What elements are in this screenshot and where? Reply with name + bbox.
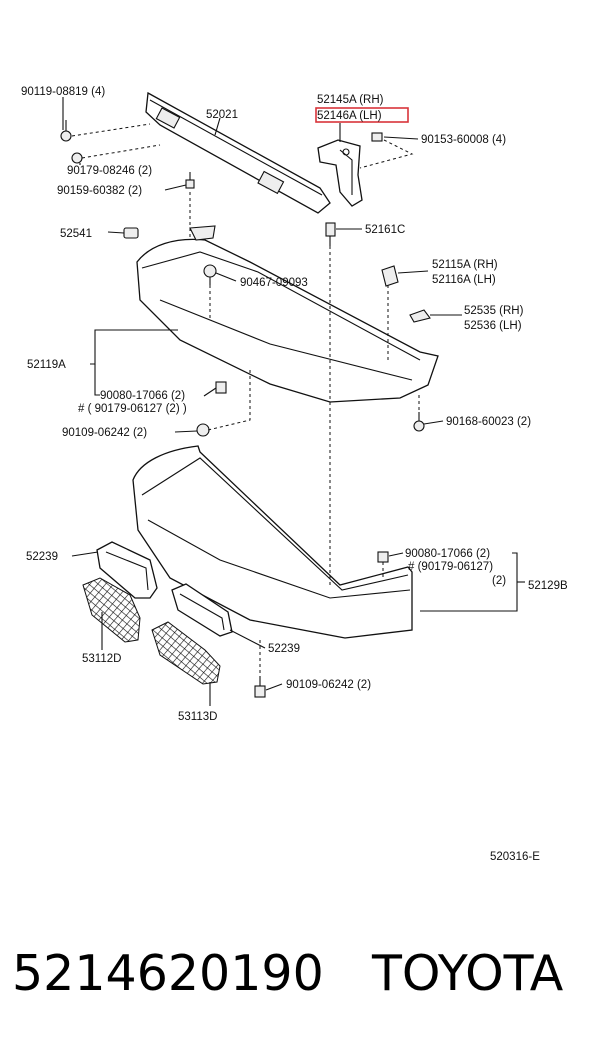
label-52239-a: 52239 [26, 551, 58, 563]
grille-53113d [151, 621, 221, 685]
label-90179-c-qty: (2) [492, 575, 506, 587]
label-52116a: 52116A (LH) [432, 274, 496, 286]
seal-52239-right [171, 583, 233, 637]
label-90080-a: 90080-17066 (2) [100, 390, 185, 402]
part-labels: 90119-08819 (4) 52021 52145A (RH) 52146A… [21, 86, 568, 863]
label-52115a: 52115A (RH) [432, 259, 498, 271]
label-90168: 90168-60023 (2) [446, 416, 531, 428]
fastener-52115a [381, 265, 399, 287]
label-52161c: 52161C [365, 224, 405, 236]
assembly-lines [71, 123, 420, 676]
fastener-bolt-90119 [60, 120, 72, 142]
label-90467: 90467-09093 [240, 277, 308, 289]
leader-lines [62, 97, 525, 706]
fastener-90467 [203, 264, 217, 285]
label-52536: 52536 (LH) [464, 320, 522, 332]
diagram-code: 520316-E [490, 851, 540, 863]
label-90179-c: # (90179-06127) [408, 561, 493, 573]
label-52146a: 52146A (LH) [317, 110, 382, 122]
label-90109-b: 90109-06242 (2) [286, 679, 371, 691]
label-52239-b: 52239 [268, 643, 300, 655]
label-90109-a: 90109-06242 (2) [62, 427, 147, 439]
fastener-90159 [185, 172, 195, 189]
label-90179-b: # ( 90179-06127 (2) ) [78, 403, 187, 415]
fastener-90109-b [254, 676, 266, 698]
label-52129b: 52129B [528, 580, 568, 592]
label-52145a: 52145A (RH) [317, 94, 384, 106]
fastener-90168 [413, 412, 425, 432]
label-90119: 90119-08819 (4) [21, 86, 105, 98]
brand-name: TOYOTA [371, 945, 564, 1002]
part-number: 5214620190 [12, 945, 324, 1002]
label-90080-b: 90080-17066 (2) [405, 548, 490, 560]
label-52021: 52021 [206, 109, 238, 121]
label-52535: 52535 (RH) [464, 305, 524, 317]
highlight-box [315, 107, 409, 123]
fastener-90153 [371, 132, 383, 142]
label-90179-a: 90179-08246 (2) [67, 165, 152, 177]
reinforcement-52021 [145, 91, 331, 214]
fastener-52161c [325, 222, 336, 246]
seal-52239-left [96, 541, 158, 599]
label-53113d: 53113D [178, 711, 217, 723]
lower-bumper-52129b [132, 445, 413, 639]
label-53112d: 53112D [82, 653, 121, 665]
label-52541: 52541 [60, 228, 92, 240]
label-90153: 90153-60008 (4) [421, 134, 506, 146]
bumper-cover-52119a [123, 225, 439, 403]
fastener-90109-a [196, 423, 210, 437]
label-90159: 90159-60382 (2) [57, 185, 142, 197]
fastener-90080-b [377, 551, 389, 563]
bracket-52146a [317, 139, 363, 207]
grille-53112d [82, 577, 141, 643]
fastener-90179-a [71, 152, 83, 164]
fastener-52535 [409, 309, 431, 323]
fastener-90080-a [215, 381, 227, 394]
label-52119a: 52119A [27, 359, 66, 371]
